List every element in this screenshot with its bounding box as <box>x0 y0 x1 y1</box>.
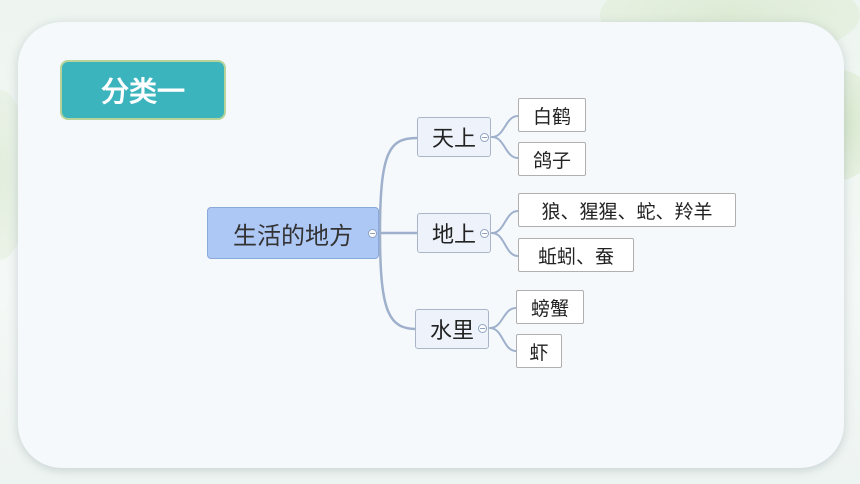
branch-node-shuili: 水里 <box>415 309 489 349</box>
connector-shuili-pangxie <box>489 307 517 329</box>
connector-shuili-xia <box>489 327 517 352</box>
leaf-node-baihe: 白鹤 <box>518 98 586 132</box>
connector-tianshang-gezi <box>491 136 519 159</box>
leaf-node-qiuyin-can: 蚯蚓、蚕 <box>518 238 634 272</box>
connector-dishang-lang <box>491 210 519 234</box>
leaf-node-lang-xingxing-she-lingyang: 狼、猩猩、蛇、羚羊 <box>518 193 736 227</box>
mindmap-root-node: 生活的地方 <box>207 207 379 259</box>
leaf-node-xia: 虾 <box>516 334 562 368</box>
collapse-toggle-root[interactable]: − <box>368 229 377 238</box>
leaf-node-pangxie: 螃蟹 <box>516 290 584 324</box>
category-badge: 分类一 <box>60 60 226 120</box>
collapse-toggle-shuili[interactable]: − <box>478 324 487 333</box>
connector-tianshang-baihe <box>491 115 519 138</box>
connector-dishang-qiuyin <box>491 232 519 257</box>
connector-root-shuili <box>378 232 419 331</box>
collapse-toggle-tianshang[interactable]: − <box>480 133 489 142</box>
branch-node-dishang: 地上 <box>417 213 491 253</box>
connector-root-tianshang <box>378 136 419 234</box>
leaf-node-gezi: 鸽子 <box>518 142 586 176</box>
collapse-toggle-dishang[interactable]: − <box>480 229 489 238</box>
branch-node-tianshang: 天上 <box>417 117 491 157</box>
